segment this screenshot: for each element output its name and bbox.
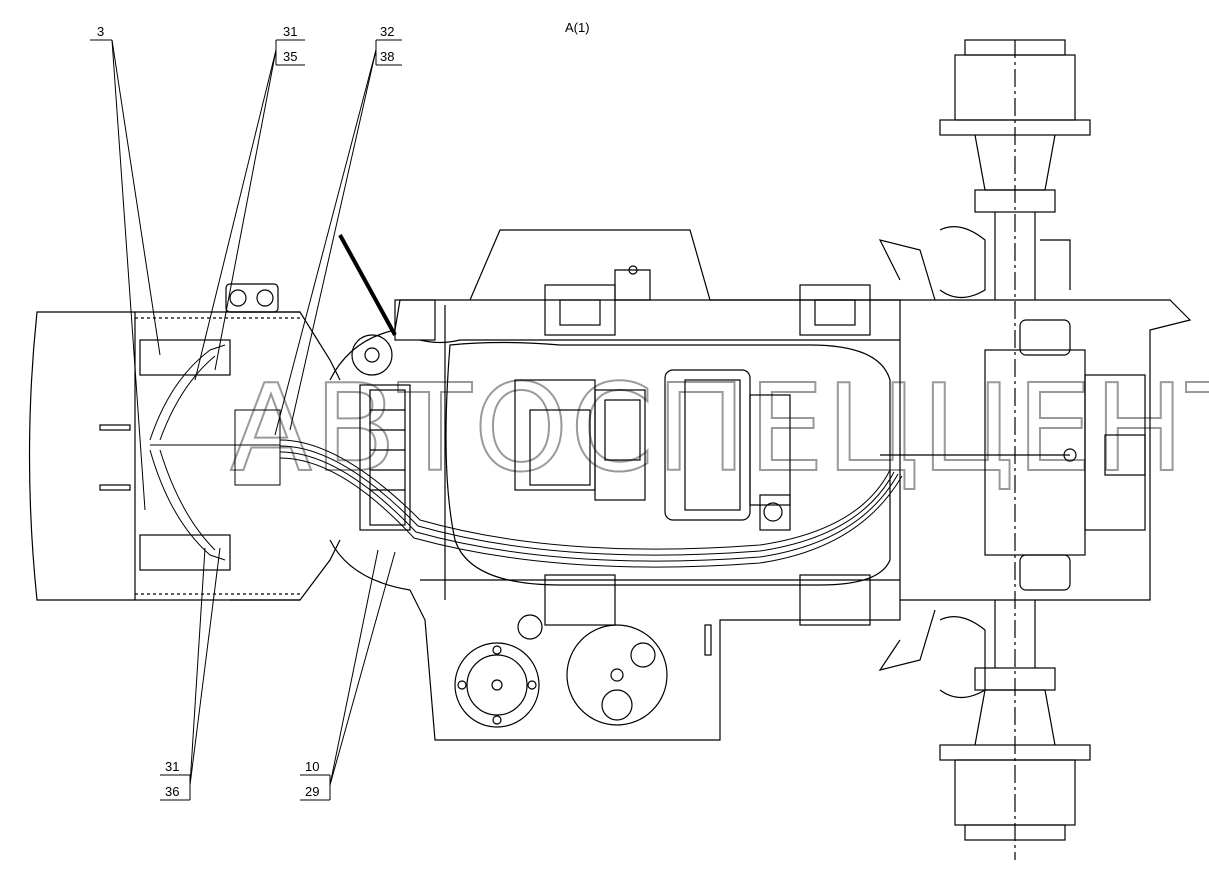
- callout-10: 10: [305, 759, 319, 774]
- callout-36: 36: [165, 784, 179, 799]
- callout-32: 32: [380, 24, 394, 39]
- callout-38: 38: [380, 49, 394, 64]
- main-frame: [28, 229, 1192, 741]
- lower-housing: [454, 614, 712, 728]
- rear-axle: [880, 39, 1146, 860]
- valve-block: [338, 234, 436, 531]
- transmission: [514, 265, 871, 626]
- view-label: A(1): [565, 20, 590, 35]
- callout-31-top: 31: [283, 24, 297, 39]
- callout-labels: 3 31 35 32 38 31 36 10 29: [97, 24, 394, 799]
- hydraulic-hoses: [149, 344, 903, 568]
- callout-29: 29: [305, 784, 319, 799]
- callout-35: 35: [283, 49, 297, 64]
- callout-3: 3: [97, 24, 104, 39]
- leader-lines: [90, 39, 402, 801]
- callout-31-bottom: 31: [165, 759, 179, 774]
